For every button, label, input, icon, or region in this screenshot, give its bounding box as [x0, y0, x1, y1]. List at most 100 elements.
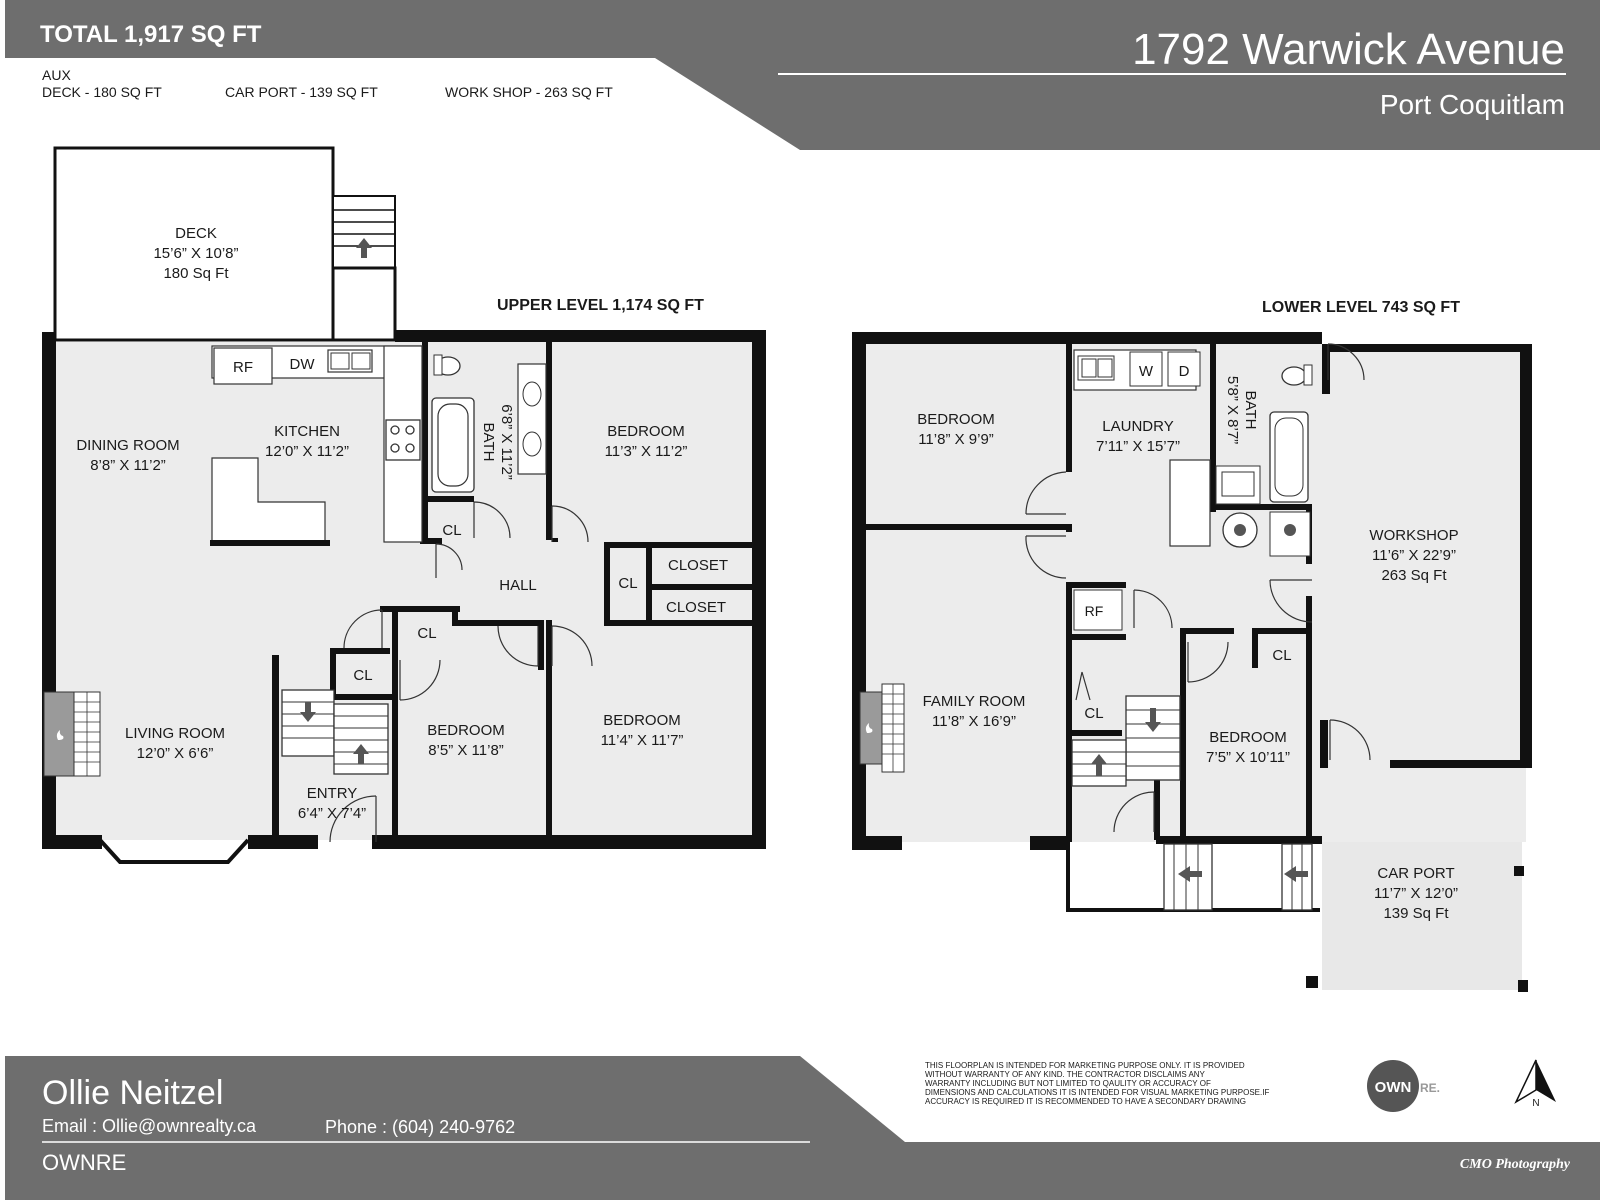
agent-name: Ollie Neitzel — [42, 1074, 223, 1112]
upper-door-swings — [329, 501, 593, 843]
family-room-dims: 11’8” X 16’9” — [932, 713, 1016, 730]
deck-area: 180 Sq Ft — [163, 265, 229, 282]
upper-bedroom-3-dims: 11’4” X 11’7” — [601, 732, 684, 749]
vanity — [517, 363, 547, 475]
address: 1792 Warwick Avenue — [1132, 25, 1565, 74]
closet-label: CL — [618, 575, 637, 592]
family-room-name: FAMILY ROOM — [923, 693, 1026, 710]
city: Port Coquitlam — [1380, 89, 1565, 120]
deck-stair-arrow-icon — [356, 238, 372, 258]
closet-label: CL — [353, 667, 372, 684]
svg-text:WARRANTY INCLUDING BUT NOT LIM: WARRANTY INCLUDING BUT NOT LIMITED TO QA… — [925, 1079, 1211, 1088]
kitchen-dims: 12’0” X 11’2” — [265, 443, 349, 460]
entry-name: ENTRY — [307, 785, 358, 802]
stove-icon — [385, 419, 421, 461]
closet-label: CLOSET — [666, 599, 726, 616]
aux-label: AUX — [42, 67, 71, 83]
lower-bedroom-1-dims: 11’8” X 9’9” — [918, 431, 994, 448]
footer-band — [5, 1056, 1600, 1200]
kitchen-island-wall — [210, 540, 330, 546]
laundry-name: LAUNDRY — [1102, 418, 1173, 435]
upper-bedroom-3-name: BEDROOM — [603, 712, 681, 729]
porch-stairs — [1066, 843, 1320, 912]
lower-fridge-label: RF — [1085, 603, 1104, 619]
deck-extension — [331, 266, 397, 342]
total-area: TOTAL 1,917 SQ FT — [40, 21, 262, 48]
workshop-area: 263 Sq Ft — [1381, 567, 1447, 584]
carport-area: 139 Sq Ft — [1383, 905, 1449, 922]
north-arrow-icon: N — [1514, 1059, 1556, 1109]
svg-text:WITHOUT WARRANTY OF ANY KIND.: WITHOUT WARRANTY OF ANY KIND. THE CONTRA… — [925, 1070, 1206, 1079]
laundry-fixtures: W D — [1073, 349, 1211, 547]
sink-icon — [1221, 471, 1255, 497]
entry-dims: 6’4” X 7’4” — [298, 805, 366, 822]
closet-label: CL — [442, 522, 461, 539]
lower-bath-name: BATH — [1242, 391, 1259, 430]
aux-deck: DECK - 180 SQ FT — [42, 84, 162, 100]
footer: Ollie Neitzel Email : Ollie@ownrealty.ca… — [5, 1056, 1600, 1200]
deck-stairs — [332, 195, 396, 271]
svg-text:DIMENSIONS AND CALCULATIONS IT: DIMENSIONS AND CALCULATIONS IT IS INTEND… — [925, 1088, 1269, 1097]
stair-left-arrow-icon — [1284, 866, 1308, 882]
lower-fridge — [1073, 589, 1123, 631]
fridge — [213, 347, 273, 385]
bathtub-icon — [431, 397, 475, 493]
upper-bedroom-2-name: BEDROOM — [427, 722, 505, 739]
closet-label: CL — [417, 625, 436, 642]
hall-name: HALL — [499, 577, 537, 594]
deck-name: DECK — [175, 225, 217, 242]
upper-level-title: UPPER LEVEL 1,174 SQ FT — [497, 297, 704, 314]
laundry-dims: 7’11” X 15’7” — [1096, 438, 1180, 455]
stair-up-arrow-icon — [353, 744, 369, 764]
upper-stairs — [281, 689, 389, 775]
svg-text:RE.: RE. — [1420, 1081, 1440, 1095]
dryer — [1167, 351, 1201, 387]
agent-email: Email : Ollie@ownrealty.ca — [42, 1116, 257, 1136]
disclaimer: THIS FLOORPLAN IS INTENDED FOR MARKETING… — [925, 1061, 1269, 1106]
upper-level: UPPER LEVEL 1,174 SQ FT — [42, 146, 766, 864]
sink-icon — [522, 381, 542, 407]
dryer-label: D — [1179, 363, 1190, 380]
ownre-logo: OWN RE. — [1367, 1060, 1440, 1112]
workshop-dims: 11’6” X 22’9” — [1372, 547, 1456, 564]
agent-phone: Phone : (604) 240-9762 — [325, 1117, 515, 1137]
lower-bath-fixtures — [1215, 364, 1313, 557]
lower-level: LOWER LEVEL 743 SQ FT — [852, 299, 1532, 992]
upper-bath-dims: 6’8” X 11’2” — [498, 404, 515, 480]
closet-label: CL — [1272, 647, 1291, 664]
bathtub-icon — [1269, 411, 1309, 503]
upper-bath-name: BATH — [480, 423, 497, 462]
carport-posts — [1306, 866, 1528, 992]
lower-bath-dims: 5’8” X 8’7” — [1224, 376, 1241, 444]
kitchen-name: KITCHEN — [274, 423, 340, 440]
fridge-label: RF — [233, 359, 253, 376]
living-room-name: LIVING ROOM — [125, 725, 225, 742]
fireplace-icon — [43, 691, 101, 777]
svg-text:N: N — [1532, 1098, 1539, 1109]
workshop-floor — [1322, 344, 1526, 766]
upper-bedroom-1-dims: 11’3” X 11’2” — [605, 443, 688, 460]
lower-bedroom-1-name: BEDROOM — [917, 411, 995, 428]
aux-workshop: WORK SHOP - 263 SQ FT — [445, 84, 613, 100]
aux-carport: CAR PORT - 139 SQ FT — [225, 84, 378, 100]
stair-left-arrow-icon — [1178, 866, 1202, 882]
living-room-dims: 12’0” X 6’6” — [137, 745, 214, 762]
closet-label: CL — [1084, 705, 1103, 722]
photo-credit: CMO Photography — [1460, 1157, 1571, 1172]
carport-dims: 11’7” X 12’0” — [1374, 885, 1458, 902]
upper-bedroom-2-dims: 8’5” X 11’8” — [428, 742, 504, 759]
stair-down-arrow-icon — [300, 702, 316, 722]
carport-name: CAR PORT — [1377, 865, 1454, 882]
brokerage: OWNRE — [42, 1150, 126, 1175]
lower-exterior-walls — [852, 332, 1532, 850]
sink-icon — [522, 431, 542, 457]
upper-interior-walls — [330, 342, 754, 842]
header: TOTAL 1,917 SQ FT AUX DECK - 180 SQ FT C… — [5, 0, 1600, 150]
lower-level-title: LOWER LEVEL 743 SQ FT — [1262, 299, 1460, 316]
laundry-counter — [1169, 459, 1211, 547]
deck-dims: 15’6” X 10’8” — [153, 245, 238, 262]
svg-text:ACCURACY IS REQUIRED IT IS REC: ACCURACY IS REQUIRED IT IS RECOMMENDED T… — [925, 1097, 1246, 1106]
kitchen-sink-icon — [327, 349, 373, 373]
